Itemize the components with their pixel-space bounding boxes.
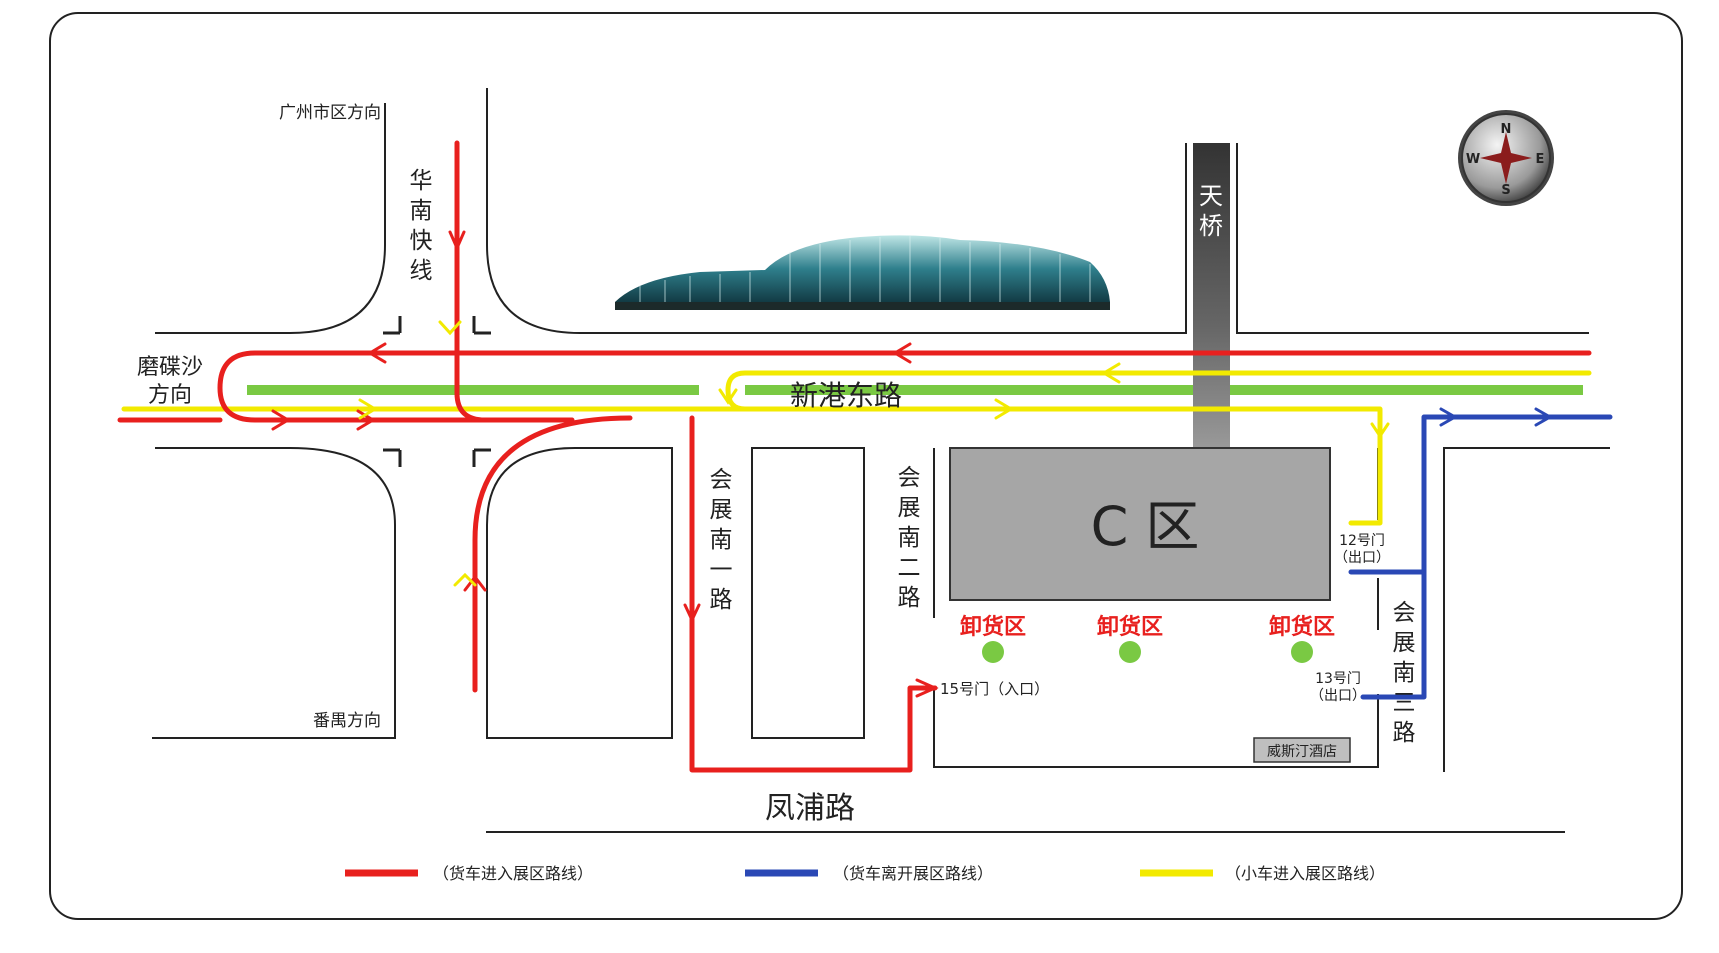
- route-truck-in-down: [472, 415, 633, 693]
- gate13-line1: 13号门: [1315, 671, 1361, 687]
- direction-mocasha-1: 磨碟沙: [137, 355, 203, 380]
- xingang-east-label: 新港东路: [790, 379, 902, 412]
- unloading-label-1: 卸货区: [960, 614, 1026, 640]
- hz1-3: 南: [710, 527, 733, 553]
- zone-c-label: C 区: [1091, 495, 1200, 558]
- hz2-2: 展: [898, 495, 921, 521]
- unloading-dot-1: [982, 641, 1004, 663]
- huanan-4: 线: [410, 258, 433, 284]
- hz1-4: 一: [710, 557, 733, 583]
- direction-guangzhou: 广州市区方向: [279, 103, 381, 123]
- compass-s: S: [1501, 183, 1510, 198]
- map-frame: [49, 12, 1683, 920]
- route-truck-out: [1348, 414, 1613, 700]
- unloading-label-3: 卸货区: [1269, 614, 1335, 640]
- unloading-dot-2: [1119, 641, 1141, 663]
- hz2-1: 会: [898, 465, 921, 491]
- yellow-arrowheads: [358, 320, 1390, 587]
- compass-n: N: [1501, 122, 1512, 137]
- legend-label-car-in: （小车进入展区路线）: [1225, 864, 1385, 883]
- road-edges: [152, 88, 1610, 833]
- hz3-2: 展: [1393, 630, 1416, 656]
- gate12-line2: （出口）: [1334, 550, 1390, 566]
- hotel-box: [1253, 737, 1351, 763]
- zone-c-building: [949, 447, 1331, 601]
- compass-w: W: [1466, 152, 1480, 167]
- huanan-2: 南: [410, 198, 433, 224]
- bridge: [1193, 143, 1230, 448]
- gate15-label: 15号门（入口）: [940, 680, 1049, 698]
- legend: （货车进入展区路线） （货车离开展区路线） （小车进入展区路线）: [345, 864, 1385, 883]
- hz3-5: 路: [1393, 720, 1416, 746]
- red-arrowheads: [271, 230, 939, 698]
- huanan-3: 快: [410, 228, 433, 254]
- unloading-areas: 卸货区 卸货区 卸货区: [960, 614, 1335, 663]
- hz2-3: 南: [898, 525, 921, 551]
- gate12-line1: 12号门: [1339, 533, 1385, 549]
- gate13-line2: （出口）: [1310, 688, 1366, 704]
- hz2-4: 二: [898, 555, 921, 581]
- corner-markers: [383, 316, 491, 467]
- route-car-in-return: [725, 370, 1592, 412]
- direction-mocasha-2: 方向: [148, 383, 192, 408]
- hz3-1: 会: [1393, 600, 1416, 626]
- hz3-4: 三: [1393, 690, 1416, 716]
- hz1-2: 展: [710, 497, 733, 523]
- blue-arrowheads: [1439, 407, 1554, 427]
- exhibition-center-image: [615, 235, 1110, 310]
- bridge-label-1: 天: [1199, 182, 1223, 210]
- unloading-dot-3: [1291, 641, 1313, 663]
- hz1-5: 路: [710, 587, 733, 613]
- fengpu-label: 凤浦路: [765, 791, 855, 826]
- hz2-5: 路: [898, 585, 921, 611]
- route-truck-in-uturn: [217, 350, 1592, 423]
- hz3-3: 南: [1393, 660, 1416, 686]
- route-truck-in-fengpu: [689, 415, 938, 773]
- unloading-label-2: 卸货区: [1097, 614, 1163, 640]
- median-west: [247, 385, 699, 395]
- direction-panyu: 番禺方向: [313, 711, 381, 731]
- legend-label-truck-out: （货车离开展区路线）: [833, 864, 993, 883]
- route-truck-in-express: [454, 140, 488, 423]
- hotel-label: 威斯汀酒店: [1267, 744, 1337, 760]
- route-car-in-main: [121, 406, 1383, 526]
- compass-icon: N S E W: [1458, 110, 1554, 206]
- legend-label-truck-in: （货车进入展区路线）: [433, 864, 593, 883]
- hz1-1: 会: [710, 467, 733, 493]
- compass-e: E: [1536, 152, 1545, 167]
- huanan-1: 华: [410, 168, 433, 194]
- median-east: [745, 385, 1583, 395]
- bridge-label-2: 桥: [1199, 212, 1223, 240]
